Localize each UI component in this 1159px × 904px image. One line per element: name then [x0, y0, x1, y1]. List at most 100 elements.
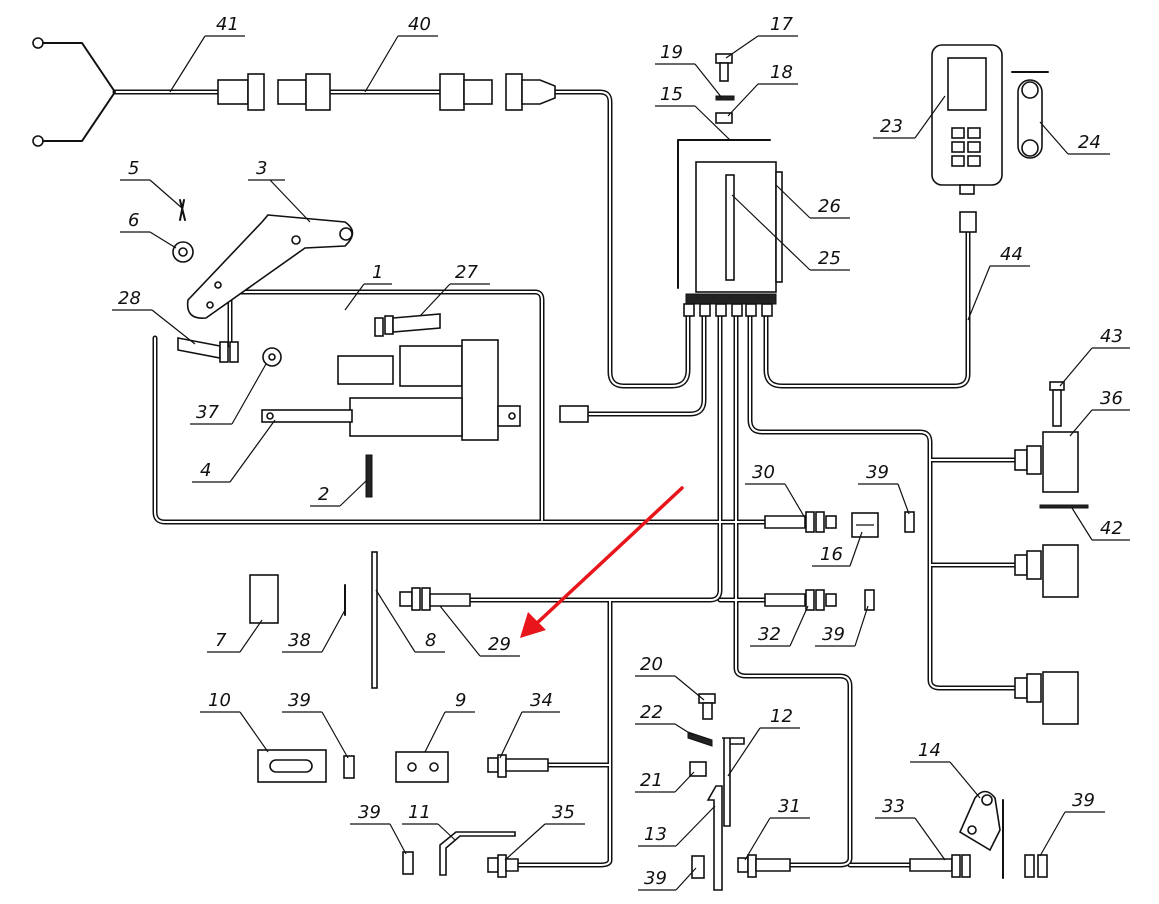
sensor-34 [487, 754, 549, 778]
callout-39: 39 [638, 867, 697, 891]
callout-23: 23 [873, 95, 946, 139]
part-7-plate [249, 574, 279, 624]
svg-text:15: 15 [660, 84, 683, 105]
callout-19: 19 [655, 42, 723, 99]
callout-1: 1 [344, 262, 392, 311]
svg-text:30: 30 [752, 462, 775, 483]
sensor-31 [737, 854, 791, 878]
actuator-assembly [261, 339, 521, 441]
callout-2: 2 [310, 479, 368, 507]
svg-text:2: 2 [318, 484, 329, 505]
callout-42: 42 [1071, 507, 1130, 541]
callout-9: 9 [424, 690, 475, 753]
part-11-bracket [439, 831, 516, 876]
valve-2 [1014, 544, 1079, 598]
callout-12: 12 [727, 706, 800, 777]
svg-text:35: 35 [552, 802, 575, 823]
callout-10: 10 [200, 690, 269, 753]
svg-text:14: 14 [918, 740, 941, 761]
callout-30: 30 [745, 462, 806, 519]
svg-text:21: 21 [640, 770, 663, 791]
callout-36: 36 [1069, 388, 1130, 437]
svg-text:36: 36 [1100, 388, 1123, 409]
callout-4: 4 [192, 419, 276, 483]
part-23-remote-terminal [931, 44, 1003, 233]
part-14-bracket [958, 790, 1004, 879]
cable-harness [112, 89, 1018, 868]
callout-37: 37 [190, 363, 267, 425]
part-26-control-box [677, 139, 783, 317]
callout-39: 39 [858, 462, 910, 515]
part-41-power-cable [32, 37, 265, 147]
part-12-bracket [722, 737, 745, 827]
svg-text:31: 31 [778, 796, 801, 817]
callout-labels: 41 40 17 19 18 15 23 24 5 3 26 6 25 44 1… [112, 14, 1130, 891]
sensor-27 [374, 313, 441, 337]
callout-40: 40 [364, 14, 438, 93]
callout-39: 39 [350, 802, 407, 855]
svg-text:4: 4 [200, 460, 211, 481]
callout-18: 18 [727, 62, 798, 117]
svg-text:39: 39 [358, 802, 381, 823]
callout-32: 32 [750, 605, 809, 647]
part-4-rod [261, 409, 353, 423]
svg-text:16: 16 [820, 544, 843, 565]
callout-38: 38 [282, 609, 346, 653]
part-39-shim [904, 511, 915, 533]
callout-20: 20 [635, 654, 705, 701]
sensor-33 [909, 854, 971, 878]
callout-16: 16 [812, 531, 863, 567]
callout-39: 39 [1039, 790, 1105, 857]
svg-text:22: 22 [640, 702, 663, 723]
svg-text:38: 38 [288, 630, 311, 651]
part-24-holder [1011, 71, 1049, 159]
svg-text:29: 29 [488, 634, 511, 655]
callout-6: 6 [120, 210, 177, 249]
part-20-bolt [698, 693, 716, 720]
part-39-shim [343, 755, 355, 779]
sensor-35 [487, 854, 519, 878]
callout-14: 14 [910, 740, 981, 799]
part-5-cotter-pin [179, 199, 186, 221]
svg-text:8: 8 [425, 630, 436, 651]
part-10-slot-plate [257, 749, 327, 783]
svg-text:39: 39 [1072, 790, 1095, 811]
svg-text:11: 11 [408, 802, 431, 823]
sensor-30 [764, 511, 837, 533]
callout-29: 29 [439, 605, 520, 657]
svg-text:28: 28 [118, 288, 141, 309]
svg-text:42: 42 [1100, 518, 1123, 539]
svg-text:3: 3 [256, 158, 267, 179]
callout-26: 26 [775, 184, 850, 219]
svg-text:25: 25 [818, 248, 841, 269]
svg-text:44: 44 [1000, 244, 1023, 265]
callout-41: 41 [169, 14, 245, 93]
svg-text:6: 6 [128, 210, 139, 231]
svg-text:17: 17 [770, 14, 793, 35]
svg-text:26: 26 [818, 196, 841, 217]
part-17-bolt [715, 53, 733, 82]
part-9-plate [395, 751, 449, 783]
callout-24: 24 [1039, 121, 1110, 155]
svg-text:40: 40 [408, 14, 431, 35]
svg-text:12: 12 [770, 706, 793, 727]
svg-text:7: 7 [215, 630, 227, 651]
part-19-washer [715, 95, 735, 101]
svg-text:33: 33 [882, 796, 905, 817]
callout-22: 22 [635, 702, 695, 737]
svg-text:24: 24 [1078, 132, 1101, 153]
callout-5: 5 [120, 158, 183, 209]
svg-text:37: 37 [196, 402, 219, 423]
callout-17: 17 [725, 14, 798, 59]
svg-text:27: 27 [455, 262, 478, 283]
part-42-plate [1039, 504, 1089, 509]
callout-21: 21 [635, 770, 695, 793]
callout-39: 39 [282, 690, 349, 759]
callout-33: 33 [875, 796, 946, 861]
svg-text:5: 5 [128, 158, 139, 179]
svg-text:23: 23 [880, 116, 903, 137]
part-39-shim [691, 855, 705, 879]
callout-34: 34 [499, 690, 560, 759]
callout-25: 25 [731, 194, 850, 271]
